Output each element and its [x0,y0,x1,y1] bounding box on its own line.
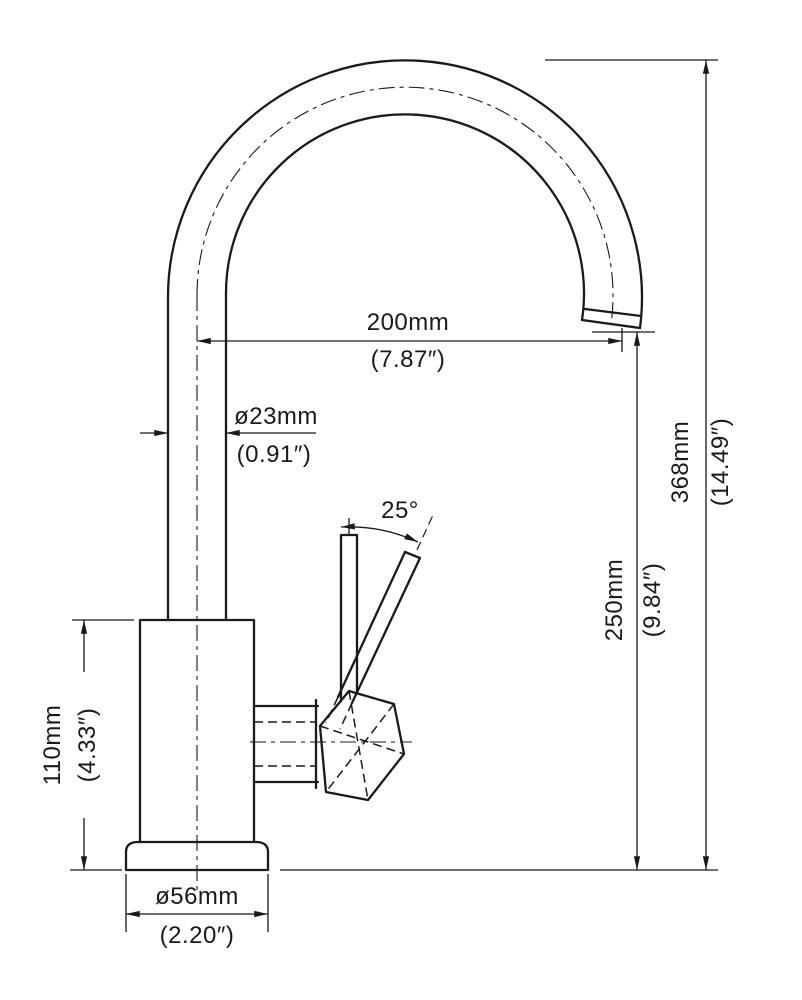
outlet-height-imperial-label: (9.84″) [639,563,666,638]
lever-hidden-root [325,696,353,730]
spout-reach-metric-label: 200mm [367,309,450,336]
faucet-outline [124,59,644,872]
dimension-spout-reach: 200mm (7.87″) [197,309,623,373]
pipe-diameter-metric-label: ø23mm [234,403,318,430]
handle-angle-label: 25° [381,497,419,524]
dimension-body-height: 110mm (4.33″) [39,619,134,871]
handle-lever-vertical [339,533,359,703]
connector-hidden-lines [254,721,316,767]
spout-inner-profile [224,113,586,622]
joint-facet-hidden-lines [319,690,405,801]
body-height-metric-label: 110mm [39,705,66,786]
hidden-lines [254,690,405,801]
centerlines [196,86,614,890]
dimension-base-diameter: ø56mm (2.20″) [125,874,269,949]
handle-connector [252,698,320,790]
handle-lever-tilted [336,550,422,705]
handle-angle-arc [340,523,419,543]
spout-arc-centerline [196,86,614,325]
body-height-imperial-label: (4.33″) [74,708,101,783]
pipe-diameter-imperial-label: (0.91″) [237,441,312,468]
overall-height-imperial-label: (14.49″) [707,418,734,507]
overall-height-metric-label: 368mm [667,421,694,504]
dimension-handle-angle: 25° [340,497,434,551]
handle-angle-tilted-extension [416,514,434,551]
spout-reach-imperial-label: (7.87″) [371,346,446,373]
spout-outlet [580,307,643,330]
spout-outer-profile [166,59,644,622]
outlet-height-metric-label: 250mm [601,559,628,642]
dimension-outlet-height: 250mm (9.84″) [592,331,666,870]
dimension-spout-diameter: ø23mm (0.91″) [140,403,318,468]
base-flange [124,840,270,872]
dimension-overall-height: 368mm (14.49″) [280,59,734,871]
base-diameter-metric-label: ø56mm [155,883,239,910]
base-diameter-extension-lines [125,874,269,932]
base-diameter-imperial-label: (2.20″) [160,922,235,949]
